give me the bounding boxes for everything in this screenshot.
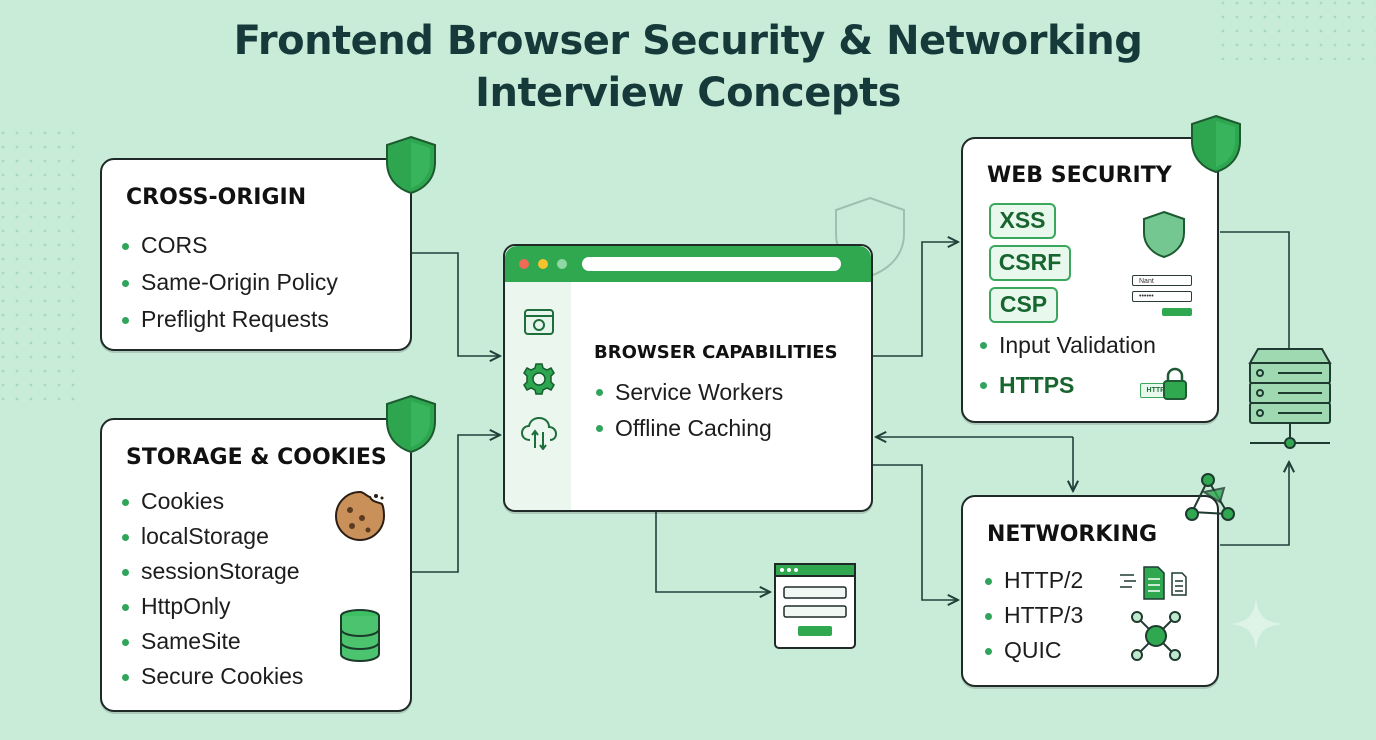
list-item: sessionStorage [122,554,303,589]
browser-capabilities-list: Service Workers Offline Caching [596,374,783,446]
cloud-sync-icon [520,416,558,450]
dot-pattern-right [1220,0,1376,60]
form-submit-bar [1162,308,1192,316]
list-item: QUIC [985,633,1083,668]
address-bar [582,257,841,271]
form-window-icon [774,563,856,649]
list-item: SameSite [122,624,303,659]
form-name-field: Nant [1132,275,1192,286]
https-badge: HTTPE [1140,367,1188,401]
connector-security-server [1220,231,1290,350]
server-rack-icon [1248,348,1332,449]
web-security-list: Input Validation HTTPS [980,325,1156,405]
network-nodes-icon [1185,473,1235,521]
connector-cross-origin [412,252,500,356]
browser-title-bar [505,246,871,282]
sparkle-icon [1230,598,1282,650]
list-item: Preflight Requests [122,301,338,338]
browser-capabilities-title: BROWSER CAPABILITIES [594,342,838,363]
close-dot-icon [519,259,529,269]
cross-origin-list: CORS Same-Origin Policy Preflight Reques… [122,227,338,338]
networking-list: HTTP/2 HTTP/3 QUIC [985,563,1083,668]
list-item: HTTP/2 [985,563,1083,598]
form-password-field: •••••• [1132,291,1192,302]
dot-pattern-left [0,130,75,410]
minimize-dot-icon [538,259,548,269]
list-item: Input Validation [980,325,1156,365]
list-item: CORS [122,227,338,264]
storage-cookies-card: STORAGE & COOKIES Cookies localStorage s… [100,418,412,712]
database-icon [340,609,380,662]
browser-window-icon [524,309,554,335]
list-item: Secure Cookies [122,659,303,694]
maximize-dot-icon [557,259,567,269]
gear-icon [523,363,555,395]
login-form-icon: Nant •••••• [1132,275,1198,325]
list-item: Cookies [122,484,303,519]
browser-sidebar [505,282,571,510]
list-item: localStorage [122,519,303,554]
list-item: Same-Origin Policy [122,264,338,301]
list-item: HTTP/3 [985,598,1083,633]
files-icon [1120,566,1187,600]
tag-xss: XSS [989,203,1056,239]
list-item: HttpOnly [122,589,303,624]
storage-cookies-title: STORAGE & COOKIES [126,445,387,470]
networking-card: NETWORKING HTTP/2 HTTP/3 QUIC [961,495,1219,687]
list-item: Offline Caching [596,410,783,446]
list-item: Service Workers [596,374,783,410]
list-item: HTTPS [980,365,1156,405]
web-security-title: WEB SECURITY [987,163,1172,188]
shield-icon [386,135,436,195]
title-line-2: Interview Concepts [475,70,901,116]
web-security-card: WEB SECURITY XSS CSRF CSP Nant •••••• In… [961,137,1219,423]
tag-csrf: CSRF [989,245,1071,281]
shield-icon [1191,114,1241,174]
connector-networking-top [873,464,958,600]
connector-storage [412,435,500,573]
shield-icon [386,394,436,454]
cookie-icon [335,490,386,541]
cross-origin-title: CROSS-ORIGIN [126,185,307,210]
connector-web-security [873,242,958,357]
hub-icon [1131,611,1181,661]
cross-origin-card: CROSS-ORIGIN CORS Same-Origin Policy Pre… [100,158,412,351]
lock-icon [1163,367,1187,400]
connector-to-server [1220,462,1289,546]
networking-title: NETWORKING [987,522,1158,547]
title-line-1: Frontend Browser Security & Networking [233,18,1143,64]
shield-icon [1143,210,1185,259]
storage-list: Cookies localStorage sessionStorage Http… [122,484,303,694]
connector-to-form [655,512,770,592]
browser-capabilities-window: BROWSER CAPABILITIES Service Workers Off… [503,244,873,512]
tag-csp: CSP [989,287,1058,323]
